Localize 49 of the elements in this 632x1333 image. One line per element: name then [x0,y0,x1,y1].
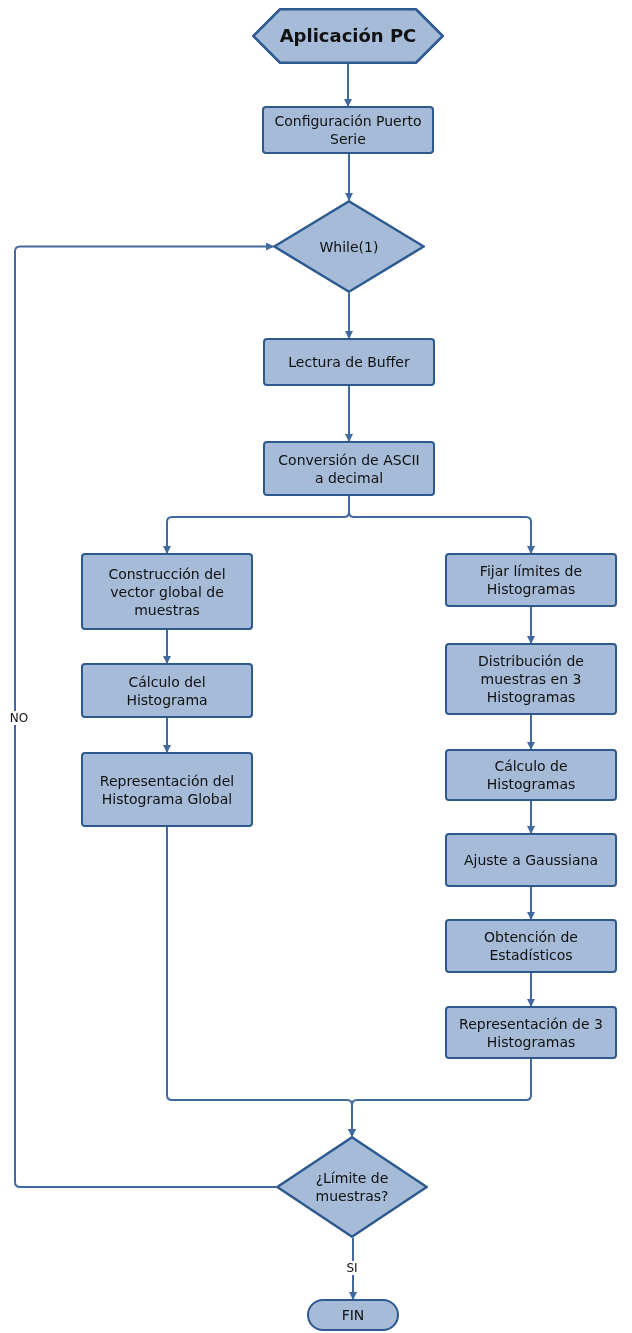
arrow [527,972,535,1007]
node-text: Conversión de ASCII a decimal [277,450,421,487]
node-text: Cálculo de Histogramas [485,757,577,793]
node-text: Representación del Histograma Global [98,771,236,808]
process-box [263,338,435,386]
node-text: Ajuste a Gaussiana [463,851,599,869]
arrow [163,717,171,753]
decision-diamond [276,1136,428,1238]
node-text: Representación de 3 Histogramas [458,1014,604,1051]
process-box [445,643,617,715]
node-text: Construcción del vector global de muestras [107,564,227,619]
node-text: Distribución de muestras en 3 Histogramas [477,652,585,706]
arrow [527,886,535,920]
edge-label: SI [345,1261,359,1275]
process-box [445,919,617,973]
arrow [163,629,171,664]
process-box [262,106,434,154]
node-text: Fijar límites de Histogramas [478,562,584,598]
node-text: Cálculo del Histograma [125,672,209,709]
arrow [349,1237,357,1300]
terminator-pill [307,1299,399,1331]
edge-label: NO [8,711,30,725]
arrow [345,385,353,442]
node-text: Lectura de Buffer [287,353,411,371]
arrow [348,495,535,554]
arrow [527,606,535,644]
arrow [348,1058,532,1137]
process-box [263,441,435,496]
node-text: ¿Límite de muestras? [314,1169,390,1205]
start-hexagon [252,8,444,64]
arrow [345,292,353,339]
node-text: Aplicación PC [278,25,418,47]
process-box [445,833,617,887]
process-box [81,553,253,630]
arrow [344,63,352,107]
decision-diamond [273,200,425,293]
arrow [14,242,277,1188]
node-text: FIN [340,1306,366,1324]
arrow [345,153,353,201]
process-box [445,553,617,607]
node-text: Obtención de Estadísticos [483,928,579,964]
arrow [527,800,535,834]
process-box [445,1006,617,1059]
process-box [445,749,617,801]
node-text: While(1) [318,237,380,256]
process-box [81,752,253,827]
node-text: Configuración Puerto Serie [273,112,423,148]
arrow [527,714,535,750]
process-box [81,663,253,718]
